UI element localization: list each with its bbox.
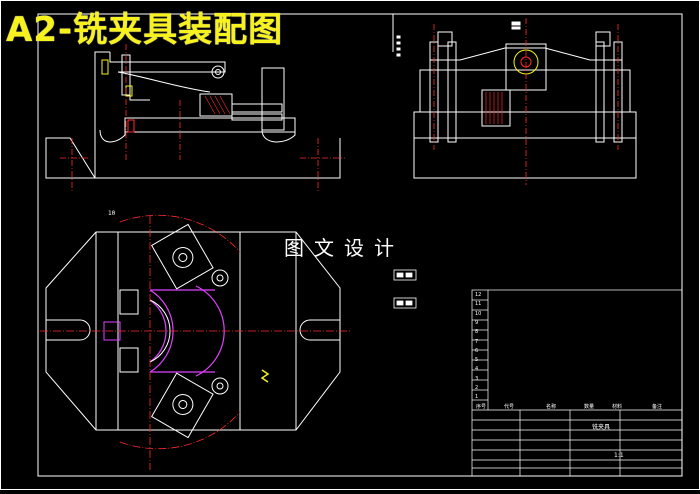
parts-row-number: 1: [475, 394, 479, 401]
parts-row-number: 11: [475, 301, 482, 308]
tolerance-symbols: [393, 269, 417, 309]
scale-value: 1:1: [614, 452, 624, 459]
header-code: 代号: [504, 404, 515, 410]
side-view: [396, 18, 637, 185]
parts-row-number: 5: [475, 357, 479, 364]
dimension-label: 10: [108, 210, 116, 217]
header-name: 名称: [546, 404, 557, 410]
parts-row-number: 10: [475, 310, 482, 317]
front-view: [45, 44, 345, 192]
parts-row-number: 6: [475, 347, 479, 354]
parts-row-number: 4: [475, 366, 479, 373]
parts-row-number: 3: [475, 375, 479, 382]
parts-row-number: 2: [475, 385, 479, 391]
watermark-text: 图文设计: [284, 236, 404, 260]
header-qty: 数量: [584, 404, 595, 410]
header-material: 材料: [612, 404, 623, 410]
header-no: 序号: [476, 404, 487, 410]
header-remark: 备注: [652, 404, 663, 410]
parts-row-number: 7: [475, 338, 479, 345]
parts-row-number: 8: [475, 329, 479, 336]
parts-row-number: 12: [475, 292, 482, 298]
parts-row-number: 9: [475, 319, 479, 326]
inner-frame: [37, 13, 683, 477]
title-block-frame: [471, 289, 683, 477]
plan-view: [40, 214, 350, 470]
part-name: 铣夹具: [592, 424, 611, 431]
drawing-title: A2-铣夹具装配图: [6, 10, 284, 50]
